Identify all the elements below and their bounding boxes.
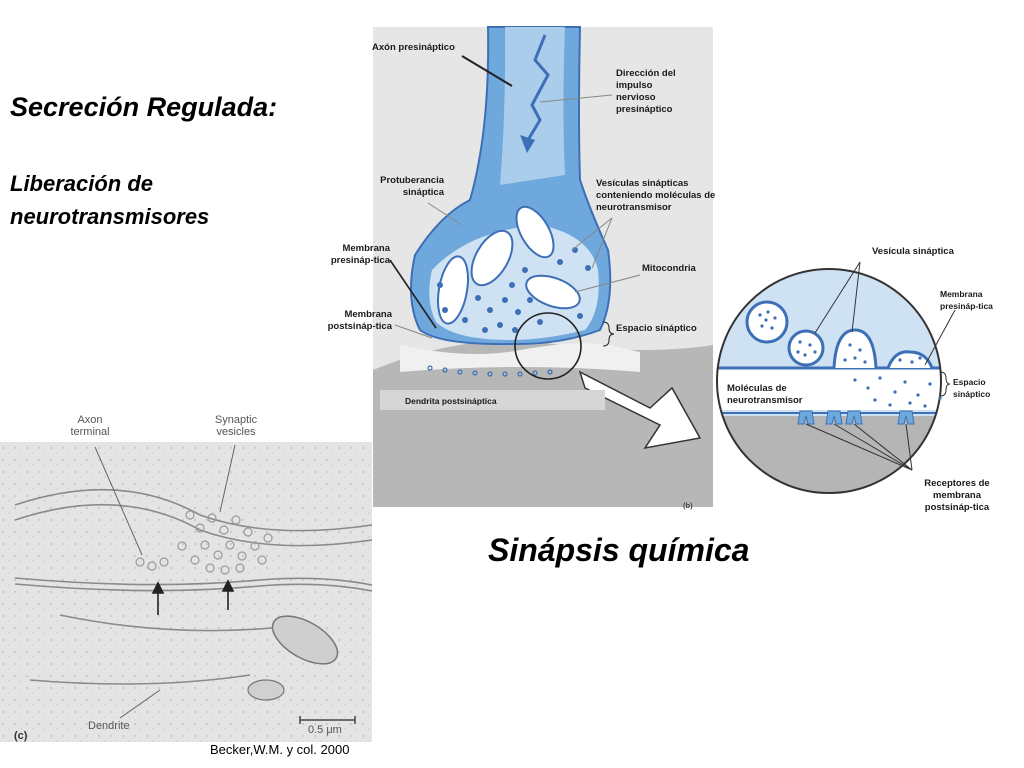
main-caption: Sinápsis química xyxy=(488,532,750,568)
micrograph-leaders xyxy=(94,444,236,719)
label-presynaptic-membrane: Membrana presináp-tica xyxy=(330,243,390,266)
label-synaptic-vesicles-em: Synaptic vesicles xyxy=(214,414,258,438)
electron-micrograph xyxy=(0,442,372,742)
label-axon-terminal: Axon terminal xyxy=(70,414,110,438)
magnifier-circle xyxy=(514,312,582,380)
panel-b-label: (b) xyxy=(683,501,693,510)
label-zoom-synaptic-space: Espacio sináptico xyxy=(953,377,991,399)
leader-lines-zoom xyxy=(805,261,956,471)
slide-title: Secreción Regulada: xyxy=(10,92,278,122)
label-scale: 0.5 μm xyxy=(308,724,342,736)
micrograph-vesicles xyxy=(135,510,273,575)
micrograph-mitochondrion-small xyxy=(247,679,285,701)
label-zoom-synaptic-vesicle: Vesícula sináptica xyxy=(872,246,954,257)
mitochondria-group xyxy=(437,205,581,325)
label-zoom-presynaptic-membrane: Membrana presináp-tica xyxy=(940,289,993,311)
label-zoom-neurotransmitter: Moléculas de neurotransmisor xyxy=(727,383,803,406)
slide-subtitle: Liberación de neurotransmisores xyxy=(10,171,210,229)
citation: Becker,W.M. y col. 2000 xyxy=(210,742,350,757)
impulse-arrowhead-icon xyxy=(520,135,535,153)
label-postsynaptic-membrane: Membrana postsináp-tica xyxy=(327,309,392,332)
scale-bar-icon xyxy=(299,716,356,724)
label-impulse-direction: Dirección del impulso nervioso presinápt… xyxy=(616,68,676,115)
receptor-dots xyxy=(427,365,553,377)
label-vesicles-containing: Vesículas sinápticas conteniendo molécul… xyxy=(596,178,716,213)
neurotransmitter-dots xyxy=(758,310,942,408)
leader-lines-b xyxy=(389,55,641,347)
zoom-circle-border xyxy=(716,268,942,494)
label-dendrite-em: Dendrite xyxy=(88,720,130,732)
micrograph-membranes xyxy=(14,488,373,685)
receptor-icons xyxy=(797,410,915,425)
label-zoom-receptors: Receptores de membrana postsináp-tica xyxy=(924,478,990,513)
micrograph-arrows xyxy=(151,579,235,615)
label-protuberance: Protuberancia sináptica xyxy=(380,175,444,198)
label-mitochondria: Mitocondria xyxy=(642,263,696,274)
label-postsynaptic-dendrite: Dendrita postsináptica xyxy=(405,396,497,406)
label-axon: Axón presináptico xyxy=(372,42,455,53)
synaptic-knob-interior xyxy=(429,225,599,340)
micrograph-mitochondrion xyxy=(271,615,339,665)
postsynaptic-dendrite-shape xyxy=(373,340,713,507)
label-synaptic-space: Espacio sináptico xyxy=(616,323,697,334)
dendrite-label-box xyxy=(380,390,605,410)
panel-c-label: (c) xyxy=(14,730,28,742)
vesicles-group xyxy=(437,247,591,333)
impulse-arrow-icon xyxy=(526,34,550,141)
